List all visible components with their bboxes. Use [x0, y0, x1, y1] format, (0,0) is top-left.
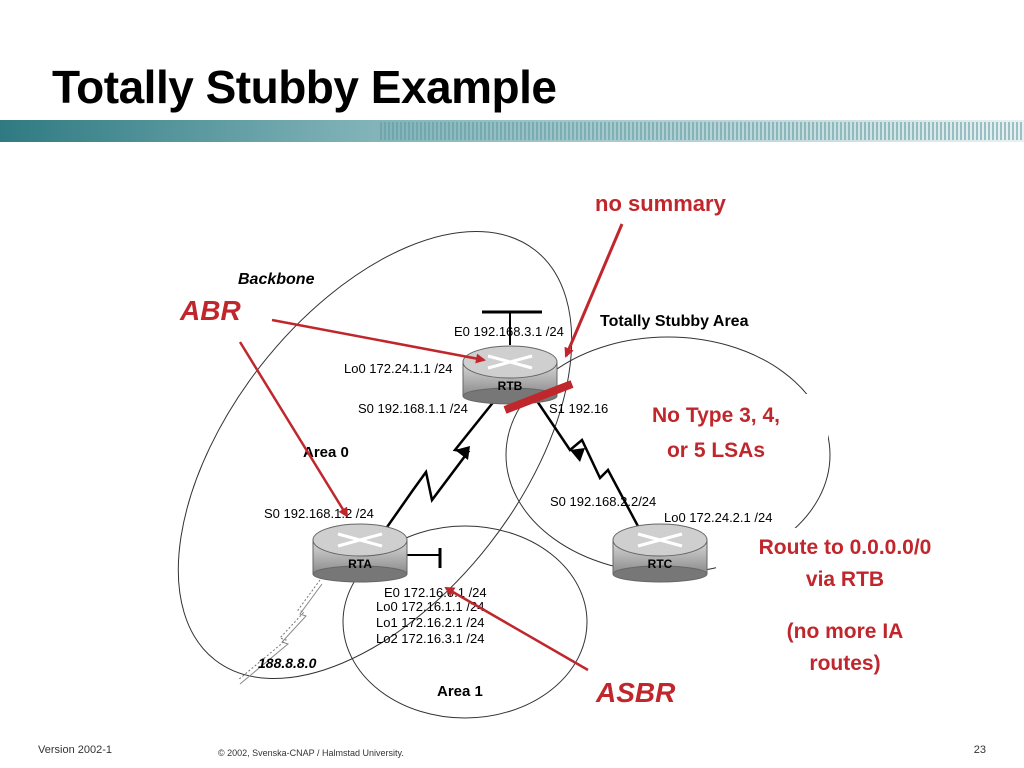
rtc-lo0-label: Lo0 172.24.2.1 /24 — [664, 510, 772, 525]
rtb-lo0-label: Lo0 172.24.1.1 /24 — [344, 361, 452, 376]
external-link — [237, 579, 321, 681]
no-ia-routes-line1: (no more IA — [787, 620, 904, 643]
serial-link-rtb-rtc — [533, 397, 642, 531]
rta-lo2-label: Lo2 172.16.3.1 /24 — [376, 631, 484, 646]
slide-title: Totally Stubby Example — [52, 61, 557, 113]
abr-label: ABR — [179, 295, 241, 326]
rta-lo0-label: Lo0 172.16.1.1 /24 — [376, 599, 484, 614]
footer-page-number: 23 — [973, 744, 986, 756]
area1-label: Area 1 — [437, 683, 483, 700]
no-summary-label: no summary — [595, 191, 727, 216]
external-network-label: 188.8.8.0 — [258, 655, 317, 671]
backbone-area-boundary — [177, 231, 573, 679]
asbr-label: ASBR — [595, 677, 676, 708]
rta-s0-label: S0 192.168.1.2 /24 — [264, 506, 374, 521]
rta-lo1-label: Lo1 172.16.2.1 /24 — [376, 615, 484, 630]
no-summary-arrow — [564, 223, 624, 358]
footer-copyright: © 2002, Svenska-CNAP / Halmstad Universi… — [218, 748, 404, 758]
rtb-s1-label: S1 192.16 — [549, 401, 608, 416]
area1-boundary — [342, 525, 588, 719]
router-rtb-label: RTB — [498, 379, 523, 393]
area-border-marker — [503, 380, 574, 414]
default-route-line1: Route to 0.0.0.0/0 — [759, 536, 932, 559]
totally-stubby-area-label: Totally Stubby Area — [600, 313, 749, 330]
rtb-e0-label: E0 192.168.3.1 /24 — [454, 324, 564, 339]
default-route-line2: via RTB — [806, 568, 884, 591]
backbone-label: Backbone — [238, 271, 315, 288]
abr-arrow-to-rtb — [271, 318, 486, 364]
rtc-s0-label: S0 192.168.2.2/24 — [550, 494, 656, 509]
router-rtc[interactable] — [612, 523, 708, 583]
area0-label: Area 0 — [303, 444, 349, 461]
router-rta-label: RTA — [348, 557, 372, 571]
footer-version: Version 2002-1 — [38, 744, 112, 756]
title-underline-bar — [0, 120, 1024, 142]
router-rtc-label: RTC — [648, 557, 673, 571]
abr-arrow-to-rta — [238, 341, 349, 518]
no-type-lsa-line2: or 5 LSAs — [667, 439, 765, 462]
rtb-s0-label: S0 192.168.1.1 /24 — [358, 401, 468, 416]
router-rta[interactable] — [312, 523, 408, 583]
serial-link-rtb-rta — [376, 399, 496, 541]
no-type-lsa-line1: No Type 3, 4, — [652, 404, 780, 427]
asbr-arrow-to-rta — [444, 586, 589, 672]
no-ia-routes-line2: routes) — [809, 652, 880, 675]
rta-e0-label: E0 172.16.0.1 /24 — [384, 585, 487, 600]
